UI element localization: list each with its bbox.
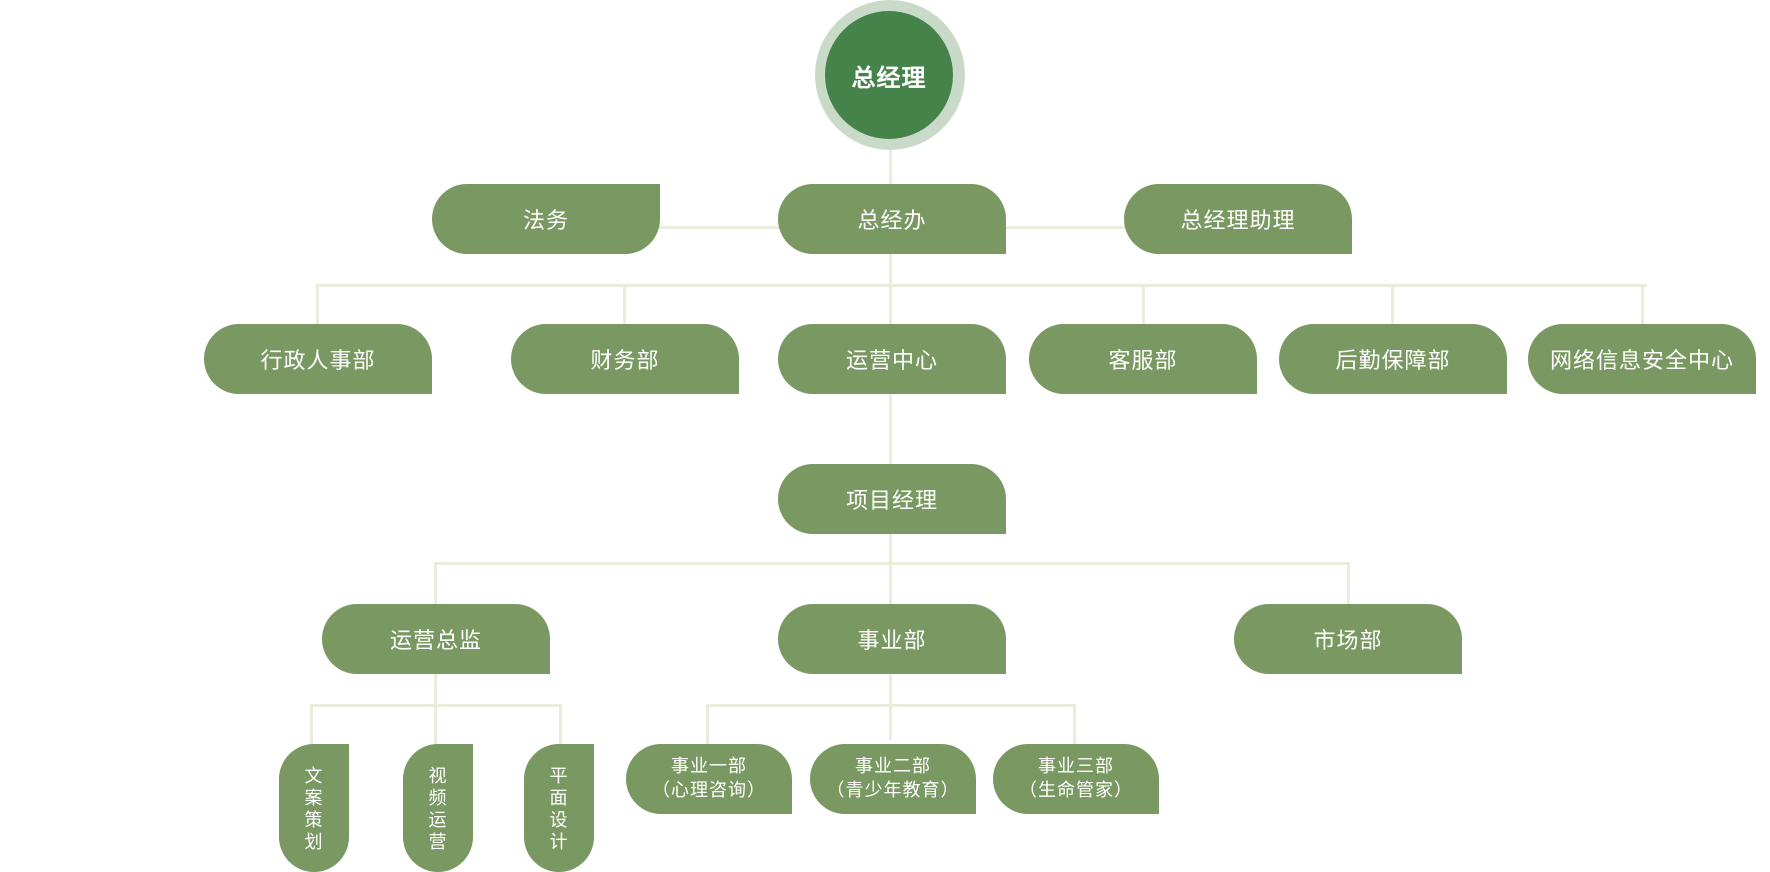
node-label: 运营总监	[389, 629, 482, 654]
node-label: 财务部	[590, 349, 660, 374]
root-label: 总经理	[851, 63, 927, 92]
node-gm-assistant: 总经理助理	[1124, 184, 1352, 254]
connector	[434, 562, 437, 606]
connector	[1391, 284, 1394, 326]
node-business-unit-1: 事业一部 （心理咨询）	[626, 744, 792, 814]
node-admin-hr: 行政人事部	[204, 324, 432, 394]
node-label: 项目经理	[845, 489, 938, 514]
node-label: 网络信息安全中心	[1549, 349, 1734, 374]
node-project-manager: 项目经理	[778, 464, 1006, 534]
node-label: 平面设计	[549, 766, 569, 853]
node-label: 文案策划	[304, 766, 324, 853]
connector	[1142, 284, 1145, 326]
node-sublabel: （心理咨询）	[652, 780, 766, 801]
node-label: 总经办	[857, 209, 927, 234]
node-label: 事业部	[857, 629, 927, 654]
node-business-unit-2: 事业二部 （青少年教育）	[810, 744, 976, 814]
connector	[434, 562, 1349, 565]
node-label: 客服部	[1108, 349, 1178, 374]
node-label: 行政人事部	[260, 349, 376, 374]
root-node: 总经理	[825, 11, 953, 139]
node-video-ops: 视频运营	[403, 744, 473, 872]
node-label: 总经理助理	[1180, 209, 1296, 234]
node-label: 后勤保障部	[1335, 349, 1451, 374]
node-copywriting: 文案策划	[279, 744, 349, 872]
connector	[706, 704, 709, 746]
node-operations-center: 运营中心	[778, 324, 1006, 394]
node-ops-director: 运营总监	[322, 604, 550, 674]
connector	[316, 284, 319, 326]
connector	[310, 704, 562, 707]
node-customer-service: 客服部	[1029, 324, 1257, 394]
connector	[1347, 562, 1350, 606]
connector	[889, 140, 892, 740]
node-business-unit-3: 事业三部 （生命管家）	[993, 744, 1159, 814]
node-label: 法务	[522, 209, 569, 234]
connector	[706, 704, 1076, 707]
node-marketing: 市场部	[1234, 604, 1462, 674]
connector	[623, 284, 626, 326]
connector	[559, 704, 562, 746]
node-label: 事业一部	[671, 756, 747, 777]
connector	[434, 670, 437, 746]
connector	[310, 704, 313, 746]
node-sublabel: （生命管家）	[1019, 780, 1133, 801]
node-label: 视频运营	[428, 766, 448, 853]
connector	[1073, 704, 1076, 746]
connector	[316, 284, 1647, 287]
node-label: 事业二部	[855, 756, 931, 777]
node-graphic-design: 平面设计	[524, 744, 594, 872]
connector	[1641, 284, 1644, 326]
node-label: 市场部	[1313, 629, 1383, 654]
node-sublabel: （青少年教育）	[826, 780, 960, 801]
node-label: 运营中心	[845, 349, 938, 374]
node-gm-office: 总经办	[778, 184, 1006, 254]
node-business-dept: 事业部	[778, 604, 1006, 674]
node-network-security: 网络信息安全中心	[1528, 324, 1756, 394]
node-legal: 法务	[432, 184, 660, 254]
node-label: 事业三部	[1038, 756, 1114, 777]
node-logistics: 后勤保障部	[1279, 324, 1507, 394]
node-finance: 财务部	[511, 324, 739, 394]
